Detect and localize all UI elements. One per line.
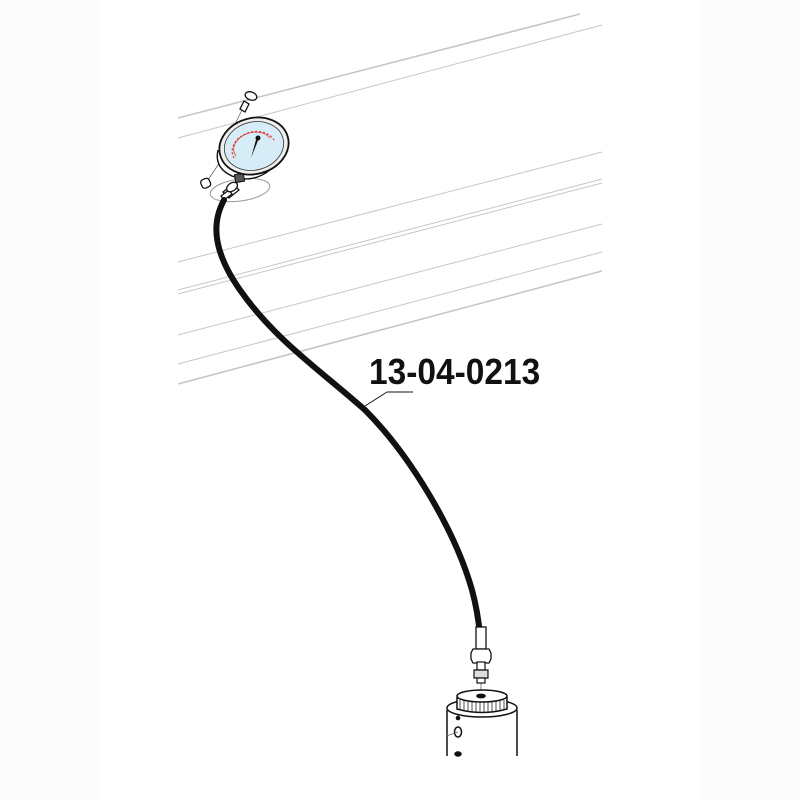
- part-number-callout: 13-04-0213: [369, 351, 541, 392]
- pressure-gauge-icon: [216, 116, 290, 184]
- callout-leader-line: [364, 391, 413, 407]
- panel-outline-lines: [177, 13, 603, 385]
- mounting-screw-icon: [233, 91, 258, 127]
- cap-nut-icon: [200, 161, 221, 189]
- cylinder-body-icon: [445, 689, 518, 757]
- hose-icon: [213, 197, 484, 651]
- hose-fitting-nut-icon: [470, 626, 492, 664]
- diagram-canvas: [100, 0, 700, 800]
